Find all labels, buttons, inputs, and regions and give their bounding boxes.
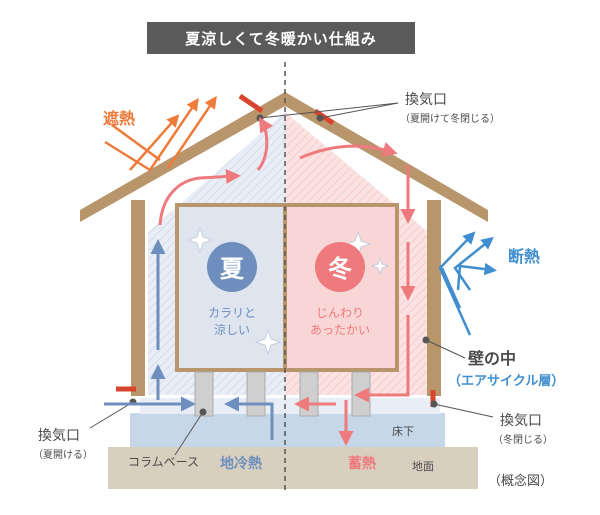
underfloor-label: 床下 (392, 424, 414, 438)
right-outer-wall (427, 200, 441, 396)
concept-label: （概念図） (488, 473, 553, 489)
insulation-label: 断熱 (508, 247, 540, 266)
leader-vent-left (89, 401, 134, 429)
leader-wall (425, 339, 466, 359)
column-base-label: コラムベース (128, 455, 199, 469)
vent-left-label: 換気口 (38, 428, 80, 444)
ground-label: 地面 (412, 460, 434, 473)
wall-inside-label: 壁の中 (468, 349, 516, 368)
leader-column (174, 411, 204, 456)
title-box (147, 22, 415, 54)
leader-vent-top-1 (259, 102, 399, 119)
summer-ground-cool-arrow (224, 396, 274, 440)
leader-vent-top-2 (319, 102, 399, 119)
ground-cool-label: 地冷熱 (220, 455, 262, 472)
vent-top-label: 換気口 (405, 92, 447, 108)
column-base-3 (299, 371, 319, 417)
wall-layer-label: （エアサイクル層） (448, 373, 564, 389)
summer-desc-line2: 涼しい (214, 322, 250, 337)
winter-desc-line1: じんわり (316, 306, 364, 320)
shading-label: 遮熱 (103, 109, 135, 128)
summer-warm-rise-arrow (158, 169, 241, 226)
shading-arrows (104, 95, 217, 172)
vent-left-note: （夏開ける） (33, 449, 93, 461)
ground (108, 447, 478, 489)
summer-desc-line1: カラリと (208, 306, 256, 320)
winter-badge (315, 242, 365, 292)
column-base-2 (246, 371, 266, 417)
title: 夏涼しくて冬暖かい仕組み (184, 30, 377, 48)
summer-exhaust-arrow (256, 116, 274, 171)
leader-vent-right (433, 403, 494, 418)
insulation-arrows (438, 231, 497, 336)
heat-storage-label: 蓄熱 (348, 455, 376, 472)
winter-badge-label: 冬 (328, 255, 352, 283)
vent-roof-left (238, 93, 264, 114)
left-outer-wall (131, 200, 145, 396)
vent-right-note: （冬閉じる） (493, 433, 553, 446)
column-base-1 (194, 371, 214, 417)
underfloor-foundation (130, 413, 445, 447)
vent-top-note: （夏開けて冬閉じる） (400, 112, 500, 125)
winter-desc-line2: あったかい (310, 323, 370, 337)
summer-badge-label: 夏 (220, 255, 245, 283)
summer-badge (207, 242, 257, 292)
winter-circulate-arrow-1 (299, 142, 398, 160)
vent-right-label: 換気口 (500, 413, 542, 429)
winter-down-arrow-3 (354, 315, 410, 403)
floor-slab (140, 398, 440, 414)
